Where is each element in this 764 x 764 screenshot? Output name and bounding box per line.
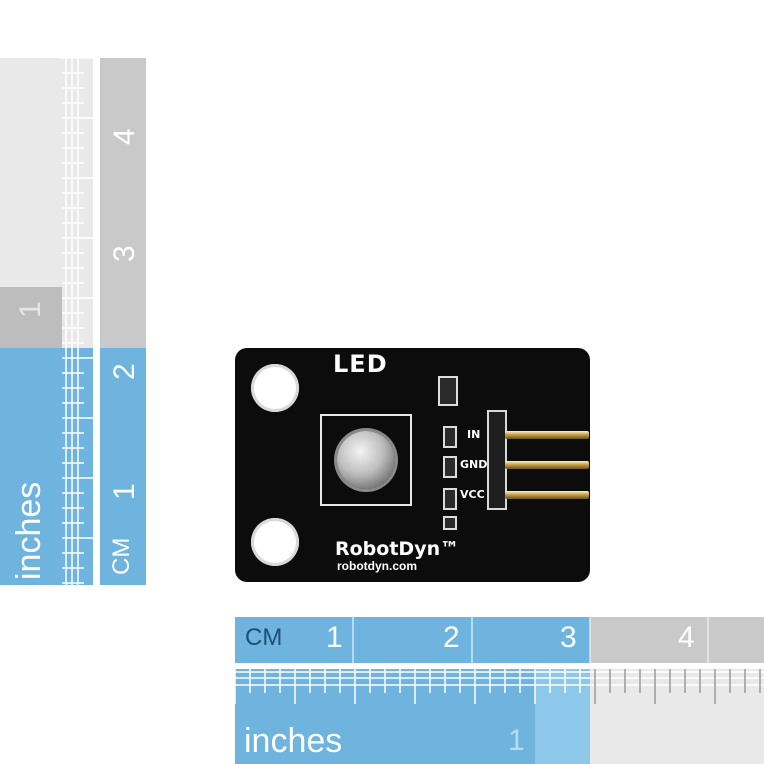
left-ruler-inch-number-1: 1 xyxy=(14,301,47,318)
led-outline xyxy=(320,414,412,506)
left-ruler-cm-number-4: 4 xyxy=(108,128,141,145)
bottom-ruler-cm-blue xyxy=(235,617,590,663)
led-module-board: LED IN GND VCC RobotDyn™ robotdyn.com xyxy=(235,348,590,582)
bottom-ruler-inch-number-1: 1 xyxy=(508,724,525,757)
bottom-ruler-cm-label: CM xyxy=(245,624,283,651)
resistor-component-3 xyxy=(443,488,457,510)
bottom-ruler-inches-label: inches xyxy=(244,722,343,760)
led-icon xyxy=(337,431,395,489)
bottom-ruler-cm-dividers xyxy=(352,617,709,663)
left-ruler-cm-number-3: 3 xyxy=(108,245,141,262)
bottom-ruler-cm-number-4: 4 xyxy=(678,621,695,654)
header-pin-in xyxy=(505,431,589,439)
pin-label-gnd: GND xyxy=(460,458,488,471)
mounting-hole-bottom xyxy=(251,518,299,566)
resistor-component-4 xyxy=(443,516,457,530)
left-ruler-inch-marker xyxy=(0,287,62,348)
resistor-component-1 xyxy=(443,426,457,448)
pin-label-vcc: VCC xyxy=(460,488,485,501)
left-ruler-cm-number-2: 2 xyxy=(108,363,141,380)
left-ruler-cm-number-1: 1 xyxy=(108,483,141,500)
left-ruler-cm-label: CM xyxy=(108,537,135,575)
brand-logo: RobotDyn™ xyxy=(335,538,460,560)
header-pin-vcc xyxy=(505,491,589,499)
resistor-component-2 xyxy=(443,456,457,478)
left-ruler-ticks xyxy=(62,58,93,585)
brand-website: robotdyn.com xyxy=(337,559,417,573)
header-pin-gnd xyxy=(505,461,589,469)
bottom-ruler-cm-gray xyxy=(590,617,764,663)
bottom-ruler-cm-number-1: 1 xyxy=(326,621,343,654)
bottom-ruler-cm-number-3: 3 xyxy=(560,621,577,654)
transistor-component xyxy=(438,376,458,406)
bottom-ruler-ticks xyxy=(235,669,764,704)
left-ruler-cm-blue xyxy=(100,348,146,585)
pin-header xyxy=(487,410,507,510)
left-ruler-cm-gray xyxy=(100,58,146,348)
bottom-ruler-cm-number-2: 2 xyxy=(443,621,460,654)
mounting-hole-top xyxy=(251,364,299,412)
board-title: LED xyxy=(333,350,388,378)
pin-label-in: IN xyxy=(467,428,481,441)
left-ruler-inches-label: inches xyxy=(10,481,48,580)
